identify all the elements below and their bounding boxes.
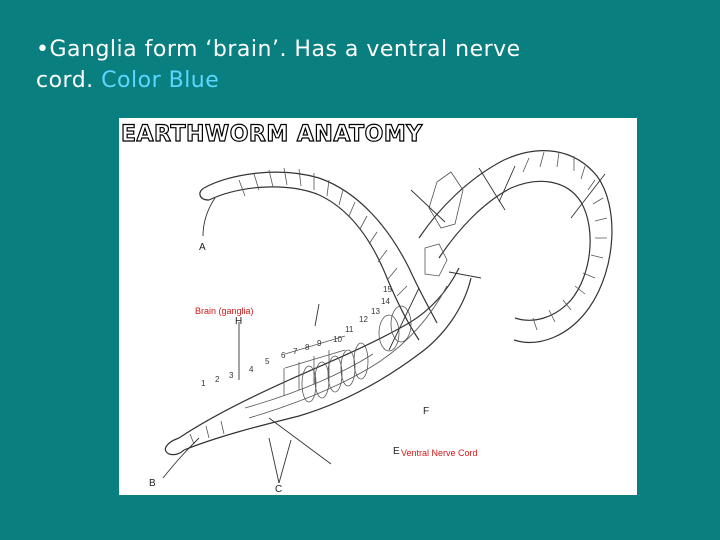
leader-lines <box>162 165 606 484</box>
segment-number: 15 <box>383 285 392 294</box>
segment-number: 11 <box>345 325 354 334</box>
segment-number: 6 <box>281 351 286 360</box>
segment-number: 1 <box>201 379 206 388</box>
earthworm-diagram: EARTHWORM ANATOMY <box>119 118 637 495</box>
label-e: E <box>393 446 400 457</box>
slide-title: •Ganglia form ‘brain’. Has a ventral ner… <box>36 34 676 96</box>
segment-number: 4 <box>249 365 254 374</box>
segment-number: 14 <box>381 297 390 306</box>
diagram-banner: EARTHWORM ANATOMY <box>120 121 423 147</box>
color-instruction: Color Blue <box>101 68 220 93</box>
segment-number: 13 <box>371 307 380 316</box>
segment-number: 7 <box>293 347 298 356</box>
segment-number: 8 <box>305 343 310 352</box>
body-segments <box>189 151 608 445</box>
segment-number: 2 <box>215 375 220 384</box>
segment-number: 3 <box>229 371 234 380</box>
segment-number: 9 <box>317 339 322 348</box>
segment-number: 12 <box>359 315 368 324</box>
label-brain-ganglia: Brain (ganglia) <box>195 306 254 316</box>
segment-numbers: 1 2 3 4 5 6 7 8 9 10 11 12 13 14 15 <box>201 285 392 388</box>
label-ventral-nerve-cord: Ventral Nerve Cord <box>401 448 478 458</box>
segment-number: 5 <box>265 357 270 366</box>
label-c: C <box>275 484 282 495</box>
bullet-glyph: • <box>36 37 50 62</box>
internal-organs <box>244 171 464 419</box>
title-line-2: cord. <box>36 68 102 93</box>
segment-number: 10 <box>333 335 342 344</box>
label-h: H <box>235 316 242 327</box>
label-b: B <box>149 478 156 489</box>
title-line-1: Ganglia form ‘brain’. Has a ventral nerv… <box>49 37 521 62</box>
label-a: A <box>199 242 206 253</box>
diagram-drawing: A B C E F H Brain (ganglia) Ventral Nerv… <box>149 150 613 495</box>
label-f: F <box>423 406 429 417</box>
letter-labels: A B C E F H Brain (ganglia) Ventral Nerv… <box>149 242 478 495</box>
